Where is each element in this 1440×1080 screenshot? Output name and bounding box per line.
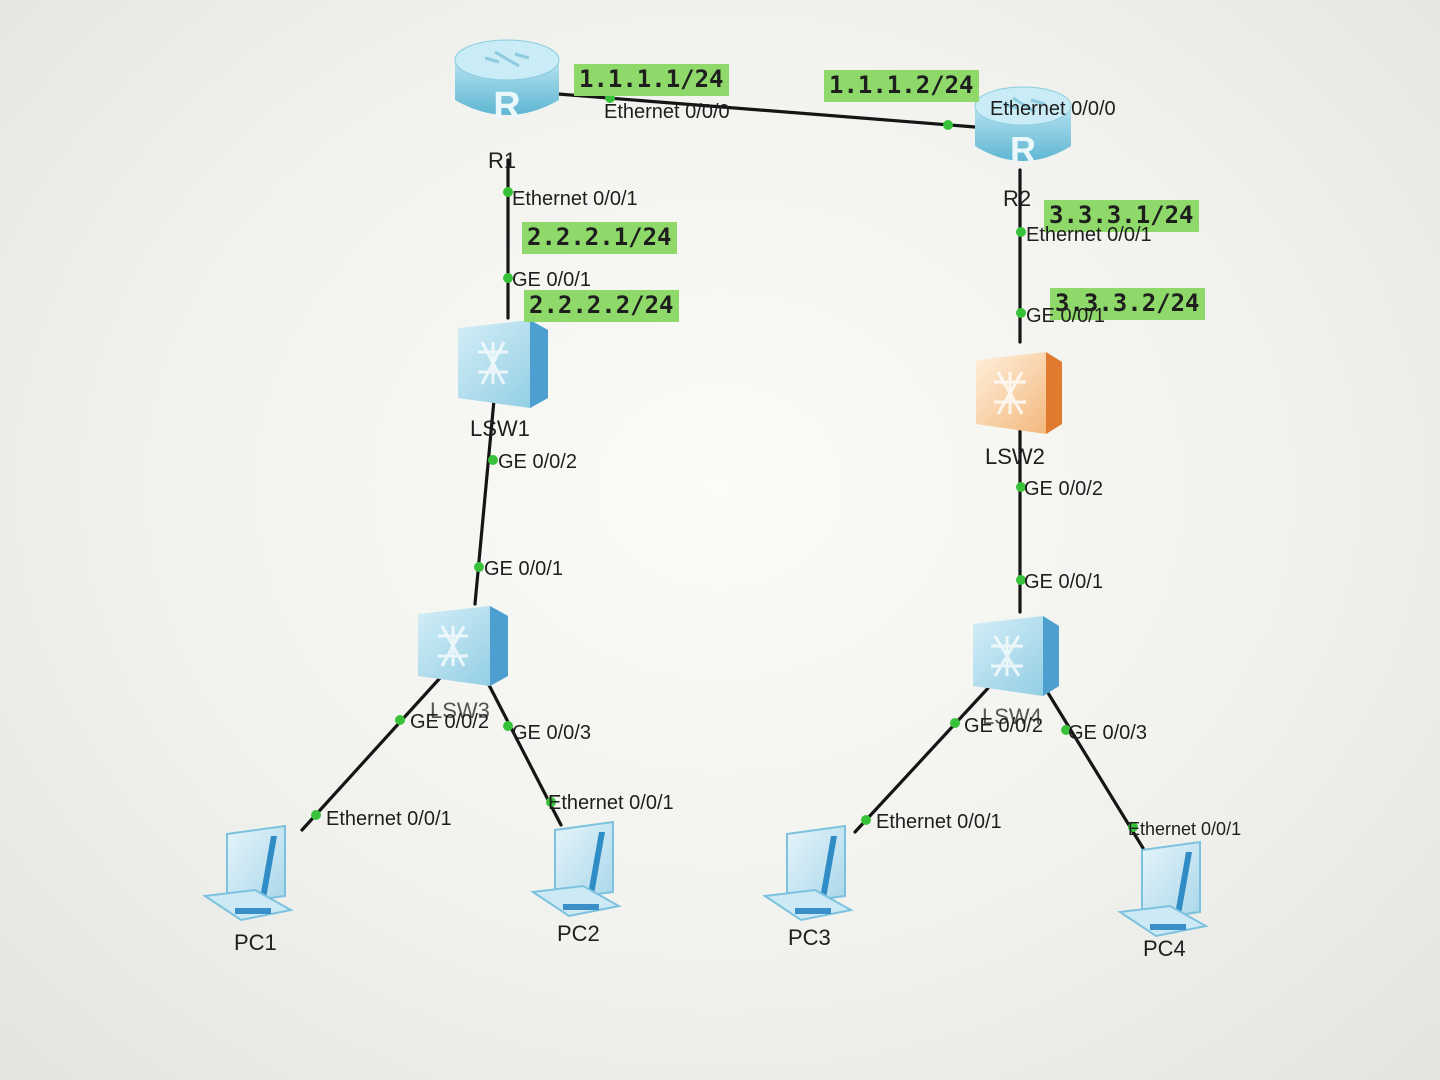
- port-label-lsw1-ge002: GE 0/0/2: [498, 451, 577, 473]
- pc-icon[interactable]: [1117, 840, 1209, 938]
- device-name-r2: R2: [1003, 186, 1032, 211]
- port-label-lsw4-ge002: GE 0/0/2: [964, 715, 1043, 737]
- port-dot-pc2-e001: [546, 797, 556, 807]
- port-label-pc2-e001: Ethernet 0/0/1: [548, 792, 674, 814]
- ip-r1-e000: 1.1.1.1/24: [574, 64, 729, 96]
- switch-icon[interactable]: [458, 320, 548, 408]
- port-label-lsw1-ge001: GE 0/0/1: [512, 269, 591, 291]
- port-dot-lsw3-ge003: [503, 721, 513, 731]
- device-name-pc2: PC2: [557, 921, 600, 946]
- ip-r2-e001: 3.3.3.1/24: [1044, 200, 1199, 232]
- router-icon[interactable]: R: [454, 39, 560, 127]
- switch-icon[interactable]: [976, 352, 1062, 434]
- switch-icon[interactable]: [973, 616, 1059, 696]
- port-label-lsw4-ge003: GE 0/0/3: [1068, 722, 1147, 744]
- port-dot-r1-e001: [503, 187, 513, 197]
- port-dot-lsw4-ge003: [1061, 725, 1071, 735]
- port-dot-lsw1-ge002: [488, 455, 498, 465]
- svg-text:R: R: [493, 85, 520, 127]
- port-dot-r2-e001: [1016, 227, 1026, 237]
- port-label-lsw2-ge001: GE 0/0/1: [1026, 305, 1105, 327]
- port-dot-lsw3-ge002: [395, 715, 405, 725]
- port-dots: [311, 93, 1138, 832]
- port-label-lsw3-ge002: GE 0/0/2: [410, 711, 489, 733]
- port-dot-lsw4-ge001: [1016, 575, 1026, 585]
- link-lsw4-pc3[interactable]: [853, 684, 992, 834]
- port-label-r1-e000: Ethernet 0/0/0: [604, 101, 730, 123]
- port-label-pc4-e001: Ethernet 0/0/1: [1128, 819, 1242, 839]
- port-label-lsw3-ge001: GE 0/0/1: [484, 558, 563, 580]
- port-label-lsw4-ge001: GE 0/0/1: [1024, 571, 1103, 593]
- ip-r2-e000: 1.1.1.2/24: [824, 70, 979, 102]
- ip-lsw1-ge001: 2.2.2.2/24: [524, 290, 679, 322]
- device-name-lsw1: LSW1: [470, 416, 530, 441]
- device-name-lsw3: LSW3: [430, 698, 490, 723]
- port-dot-pc3-e001: [861, 815, 871, 825]
- pc-icon[interactable]: [530, 820, 622, 918]
- port-dot-lsw2-ge002: [1016, 482, 1026, 492]
- port-label-pc1-e001: Ethernet 0/0/1: [326, 808, 452, 830]
- port-dot-pc1-e001: [311, 810, 321, 820]
- port-dot-lsw4-ge002: [950, 718, 960, 728]
- device-name-r1: R1: [488, 148, 517, 173]
- pc-icon[interactable]: [762, 824, 854, 922]
- svg-text:R: R: [1010, 129, 1036, 170]
- device-name-pc1: PC1: [234, 930, 277, 955]
- port-label-r1-e001: Ethernet 0/0/1: [512, 188, 638, 210]
- pc-icon[interactable]: [202, 824, 294, 922]
- device-name-lsw2: LSW2: [985, 444, 1045, 469]
- ip-r1-e001: 2.2.2.1/24: [522, 222, 677, 254]
- port-dot-pc4-e001: [1128, 822, 1138, 832]
- port-dot-r2-e000: [943, 120, 953, 130]
- port-label-r2-e000: Ethernet 0/0/0: [990, 98, 1116, 120]
- link-lsw3-pc1[interactable]: [300, 676, 442, 832]
- port-dot-lsw1-ge001: [503, 273, 513, 283]
- ip-lsw2-ge001: 3.3.3.2/24: [1050, 288, 1205, 320]
- device-name-pc3: PC3: [788, 925, 831, 950]
- router-icon[interactable]: R: [974, 86, 1072, 170]
- port-label-r2-e001: Ethernet 0/0/1: [1026, 224, 1152, 246]
- port-label-lsw2-ge002: GE 0/0/2: [1024, 478, 1103, 500]
- link-lsw4-pc4[interactable]: [1043, 686, 1145, 850]
- port-dot-lsw2-ge001: [1016, 308, 1026, 318]
- device-name-pc4: PC4: [1143, 936, 1186, 961]
- device-name-lsw4: LSW4: [982, 704, 1042, 729]
- links: [300, 92, 1145, 850]
- port-label-lsw3-ge003: GE 0/0/3: [512, 722, 591, 744]
- switch-icon[interactable]: [418, 606, 508, 686]
- link-r1-r2[interactable]: [556, 92, 977, 129]
- port-label-pc3-e001: Ethernet 0/0/1: [876, 811, 1002, 833]
- port-dot-lsw3-ge001: [474, 562, 484, 572]
